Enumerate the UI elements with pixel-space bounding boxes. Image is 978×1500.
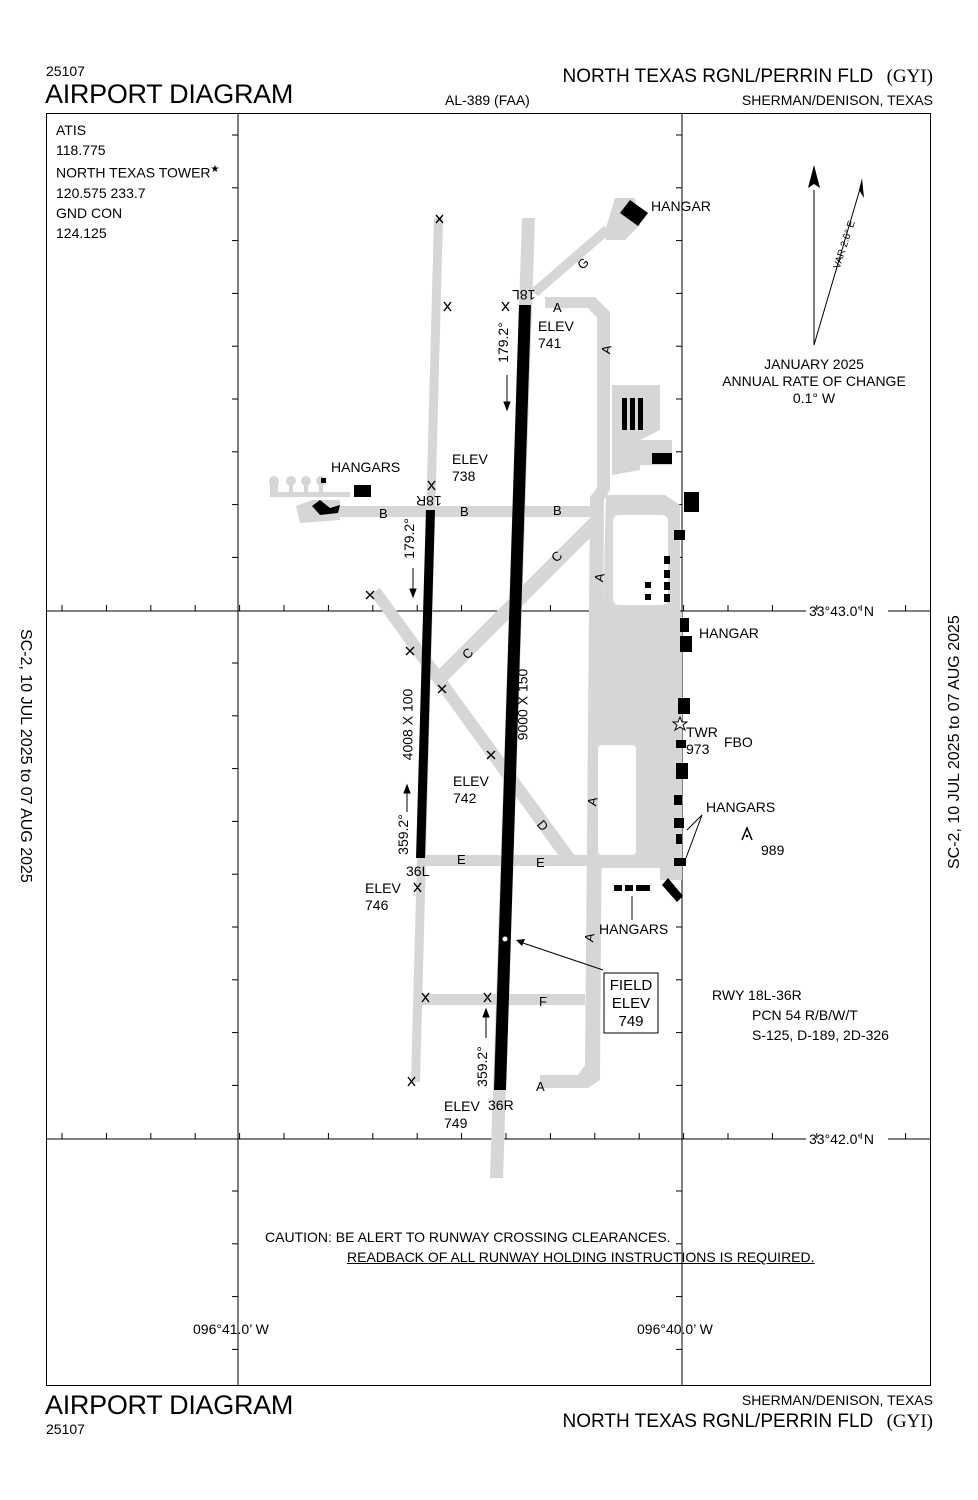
- caution-line-2: READBACK OF ALL RUNWAY HOLDING INSTRUCTI…: [347, 1249, 815, 1265]
- annual-rate-value: 0.1° W: [792, 390, 836, 406]
- longitude-right: 096°40.0’ W: [637, 1321, 713, 1337]
- runway-36l-label: 36L: [406, 863, 430, 879]
- airport-name: NORTH TEXAS RGNL/PERRIN FLD: [562, 66, 874, 87]
- taxiway-label-e2: E: [536, 855, 545, 870]
- buildings: [312, 200, 699, 902]
- runway-18r-36l: [416, 510, 435, 858]
- north-arrow-icon: [808, 165, 864, 346]
- runway-18r-36l-dimensions: 4008 X 100: [399, 688, 416, 761]
- footer-airport-id: (GYI): [886, 1411, 933, 1432]
- hangar-label-east: HANGAR: [699, 625, 759, 641]
- taxiway-label-e1: E: [457, 852, 466, 867]
- leader-lines: [519, 814, 703, 971]
- caution-line-1: CAUTION: BE ALERT TO RUNWAY CROSSING CLE…: [265, 1229, 671, 1245]
- part-time-star-icon: ★: [210, 164, 220, 175]
- footer-location: SHERMAN/DENISON, TEXAS: [741, 1392, 933, 1408]
- heading-18r: 179.2°: [400, 518, 417, 559]
- runway-18l-36r: [494, 305, 531, 1090]
- field-elevation-box: [603, 972, 659, 1034]
- taxiway-g: [530, 226, 612, 296]
- chart-code: AL-389 (FAA): [445, 92, 530, 108]
- ground-label: GND CON: [56, 204, 123, 221]
- magnetic-date: JANUARY 2025: [764, 356, 864, 372]
- magnetic-info: JANUARY 2025 ANNUAL RATE OF CHANGE 0.1° …: [704, 356, 924, 407]
- runway-18r-label: 18R: [416, 493, 442, 509]
- diagram-frame: [46, 113, 931, 1386]
- apron-cutouts: [598, 430, 668, 855]
- obstacle-icon: [741, 826, 753, 841]
- hangars-label-west: HANGARS: [331, 459, 401, 475]
- heading-36l: 359.2°: [394, 814, 411, 855]
- footer-title: AIRPORT DIAGRAM: [45, 1390, 294, 1420]
- taxiway-label-a1: A: [553, 300, 562, 315]
- tower-frequency: 120.575 233.7: [56, 184, 146, 201]
- airport-title: NORTH TEXAS RGNL/PERRIN FLD (GYI): [563, 66, 933, 88]
- footer-procedure-number: 25107: [46, 1421, 85, 1437]
- runway-18l-label: 18L: [512, 287, 536, 303]
- annual-rate-label: ANNUAL RATE OF CHANGE: [722, 373, 906, 389]
- pcn-info: RWY 18L-36R PCN 54 R/B/W/T S-125, D-189,…: [712, 985, 889, 1045]
- taxiway-label-b1: B: [379, 506, 388, 521]
- footer-airport-name: NORTH TEXAS RGNL/PERRIN FLD: [562, 1411, 874, 1432]
- hangars-label-south: HANGARS: [599, 921, 669, 937]
- pcn-value: PCN 54 R/B/W/T: [752, 1007, 858, 1023]
- comm-block: ATIS 118.775 NORTH TEXAS TOWER★ 120.575 …: [56, 120, 220, 243]
- tower-star-icon: [671, 715, 689, 732]
- hangars-label-east: HANGARS: [706, 799, 776, 815]
- heading-36r: 359.2°: [473, 1046, 490, 1087]
- pcn-weights: S-125, D-189, 2D-326: [752, 1027, 889, 1043]
- ground-frequency: 124.125: [56, 224, 107, 241]
- atis-frequency: 118.775: [56, 142, 106, 158]
- tower-line: NORTH TEXAS TOWER★: [56, 160, 220, 183]
- closed-x-marks: [365, 214, 510, 1087]
- taxiway-label-b2: B: [460, 504, 469, 519]
- taxiway-network: [269, 198, 682, 1088]
- taxiway-label-f: F: [539, 994, 547, 1009]
- tower-label: NORTH TEXAS TOWER: [56, 164, 211, 181]
- hangar-north-building: [620, 200, 648, 226]
- runway-36r-label: 36R: [488, 1097, 514, 1113]
- hangar-label-north: HANGAR: [651, 198, 711, 214]
- fbo-label: FBO: [724, 734, 753, 750]
- hangars-south-building: [662, 878, 683, 902]
- location-top: SHERMAN/DENISON, TEXAS: [741, 92, 933, 108]
- taxiway-label-b3: B: [553, 503, 562, 518]
- procedure-number: 25107: [46, 63, 85, 79]
- latitude-lower: 33°42.0’ N: [809, 1131, 875, 1147]
- pcn-runway: RWY 18L-36R: [712, 987, 802, 1003]
- taxiway-label-a6: A: [536, 1079, 545, 1094]
- field-elevation-point: [502, 936, 508, 942]
- longitude-left: 096°41.0’ W: [193, 1321, 269, 1337]
- latitude-upper: 33°43.0’ N: [809, 603, 875, 619]
- runway-18l-36r-dimensions: 9000 X 150: [514, 668, 531, 741]
- heading-arrows: [403, 375, 511, 1038]
- footer-airport-title: NORTH TEXAS RGNL/PERRIN FLD (GYI): [563, 1411, 933, 1433]
- graticule-ticks: [61, 134, 907, 1350]
- heading-18l: 179.2°: [494, 322, 511, 363]
- taxiway-a: [540, 297, 610, 1088]
- obstacle-elevation: 989: [761, 842, 785, 858]
- atis-label: ATIS: [56, 122, 87, 138]
- page-title: AIRPORT DIAGRAM: [45, 79, 294, 109]
- airport-id: (GYI): [886, 66, 933, 87]
